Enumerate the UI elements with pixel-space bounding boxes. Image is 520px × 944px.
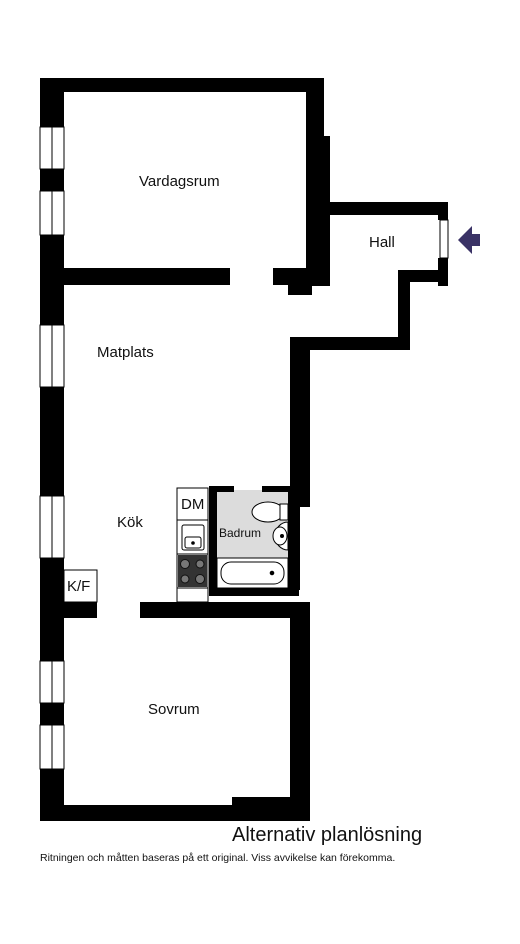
bathtub-icon: [216, 557, 289, 589]
disclaimer-text: Ritningen och måtten baseras på ett orig…: [40, 852, 396, 864]
fridge-freezer: [63, 569, 98, 603]
washbasin-icon: [272, 521, 289, 551]
plan-title: Alternativ planlösning: [232, 824, 423, 846]
room-label-matplats: Matplats: [97, 344, 154, 361]
entrance-arrow-icon: [458, 226, 480, 254]
dishwasher-label: DM: [181, 496, 205, 513]
room-label-hall: Hall: [369, 234, 395, 251]
room-label-kok: Kök: [117, 514, 143, 531]
front-door: [439, 219, 449, 259]
counter-end: [176, 587, 209, 603]
dishwasher: [176, 487, 209, 521]
room-label-badrum: Badrum: [219, 526, 262, 540]
toilet-icon: [251, 501, 289, 523]
room-label-vardagsrum: Vardagsrum: [139, 173, 220, 190]
room-label-sovrum: Sovrum: [148, 701, 200, 718]
fridge-freezer-label: K/F: [67, 578, 91, 595]
walls: [40, 78, 448, 821]
